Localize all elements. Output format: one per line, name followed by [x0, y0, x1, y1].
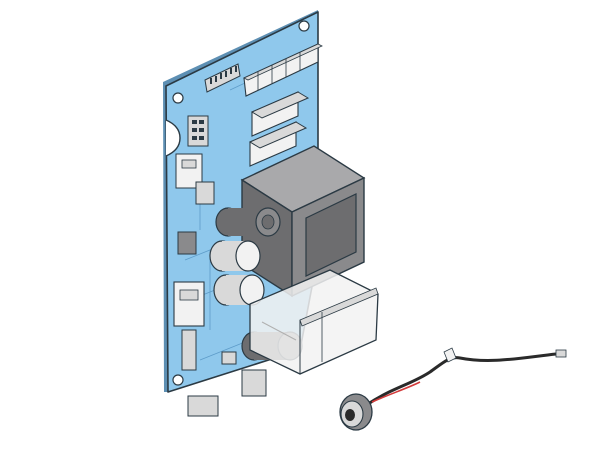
relay-lower	[248, 121, 308, 167]
connector-bottom-left	[187, 395, 219, 417]
cable	[367, 352, 557, 406]
capacitor-light-lower	[213, 274, 265, 306]
mounting-hole	[172, 92, 184, 104]
connector-bottom-right	[241, 369, 267, 397]
small-chip-bottom	[221, 351, 237, 365]
ic-chip	[177, 231, 197, 255]
clear-cover-housing	[249, 269, 379, 375]
cable-end-plug	[555, 349, 567, 358]
pin-header-top	[204, 63, 241, 93]
transformer-label-plate	[305, 193, 357, 277]
connector-left-lower	[173, 281, 205, 327]
mounting-hole	[298, 20, 310, 32]
capacitor-light-upper	[209, 240, 261, 272]
red-wire	[371, 381, 421, 403]
connector-left-mid	[195, 181, 215, 205]
dip-switch	[187, 115, 209, 147]
capacitor-dark-left	[215, 207, 281, 237]
dc-jack-connector	[339, 347, 567, 431]
relay-upper	[250, 91, 310, 137]
mounting-hole	[172, 374, 184, 386]
jack-socket	[345, 409, 355, 421]
terminal-block-top	[243, 43, 323, 97]
vertical-header	[181, 329, 197, 371]
cable-tie	[443, 347, 457, 363]
board-notch	[165, 119, 181, 157]
